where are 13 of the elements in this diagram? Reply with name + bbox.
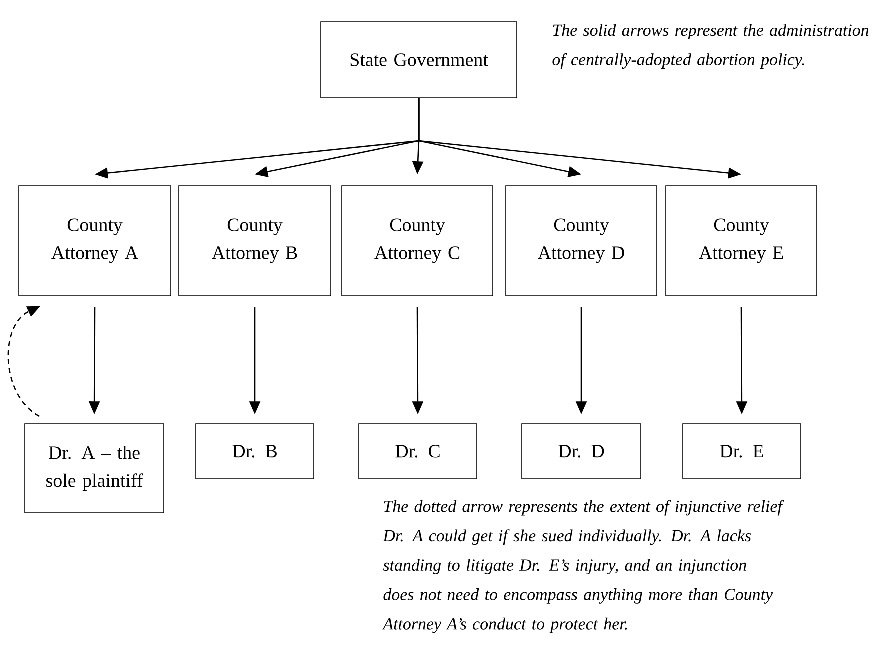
text-box: Dr. E [682,424,802,480]
text-box: Dr. C [358,424,478,480]
text-box: State Government [320,22,518,98]
text-box: County Attorney B [178,186,332,296]
text-box: County Attorney C [342,186,494,296]
text-box: Dr. B [196,424,314,480]
text-box: County Attorney D [506,186,658,296]
text-box: County Attorney E [666,186,818,296]
text-box: Dr. D [522,424,642,480]
note-text: The solid arrows represent the administration of centrally-adopted abortion policy. [552,24,869,69]
note-text: The dotted arrow represents the extent of injunctive relief Dr. A could get if she sued individually. Dr. A lacks standing to litigate Dr. E’s injury, and an injunction does not need to encompass anything more than County Attorney A’s conduct to protect her. [382,500,784,634]
text-box: Dr. A – the sole plaintiff [24,424,164,514]
text-box: County Attorney A [18,186,172,296]
